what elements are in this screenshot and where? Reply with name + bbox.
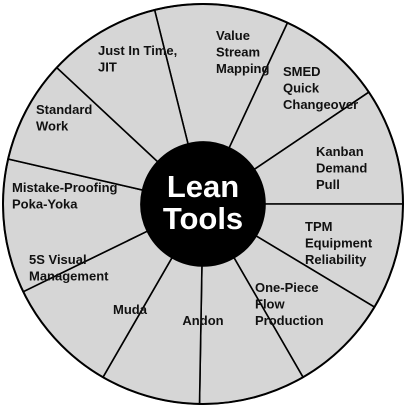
hub-circle bbox=[141, 142, 265, 266]
label-line: Equipment bbox=[305, 236, 373, 251]
wheel-segments bbox=[2, 3, 404, 405]
label-line: Management bbox=[29, 269, 109, 284]
hub-title-line-1: Lean bbox=[167, 169, 239, 204]
label-line: Muda bbox=[113, 302, 148, 317]
label-line: Value bbox=[216, 28, 250, 43]
label-line: Standard bbox=[36, 102, 92, 117]
label-line: SMED bbox=[283, 64, 321, 79]
label-line: Poka-Yoka bbox=[12, 197, 78, 212]
label-line: Changeover bbox=[283, 97, 358, 112]
label-line: Just In Time, bbox=[98, 43, 177, 58]
label-just-in-time-jit: Just In Time, JIT bbox=[98, 43, 177, 75]
label-line: Kanban bbox=[316, 144, 364, 159]
hub-title-line-2: Tools bbox=[163, 201, 243, 236]
label-line: TPM bbox=[305, 219, 332, 234]
label-line: Pull bbox=[316, 177, 340, 192]
label-line: Mapping bbox=[216, 61, 269, 76]
label-line: One-Piece bbox=[255, 280, 319, 295]
label-line: Quick bbox=[283, 81, 320, 96]
label-line: 5S Visual bbox=[29, 252, 87, 267]
label-line: Production bbox=[255, 313, 324, 328]
label-line: Andon bbox=[182, 313, 223, 328]
label-line: Work bbox=[36, 119, 69, 134]
wheel-outer-rim bbox=[2, 3, 404, 405]
hub: Lean Tools bbox=[141, 142, 265, 266]
label-andon: Andon bbox=[182, 313, 223, 328]
label-line: JIT bbox=[98, 60, 117, 75]
label-line: Stream bbox=[216, 45, 260, 60]
label-line: Demand bbox=[316, 161, 367, 176]
label-muda: Muda bbox=[113, 302, 148, 317]
label-line: Reliability bbox=[305, 252, 367, 267]
label-line: Mistake-Proofing bbox=[12, 180, 118, 195]
label-line: Flow bbox=[255, 297, 285, 312]
